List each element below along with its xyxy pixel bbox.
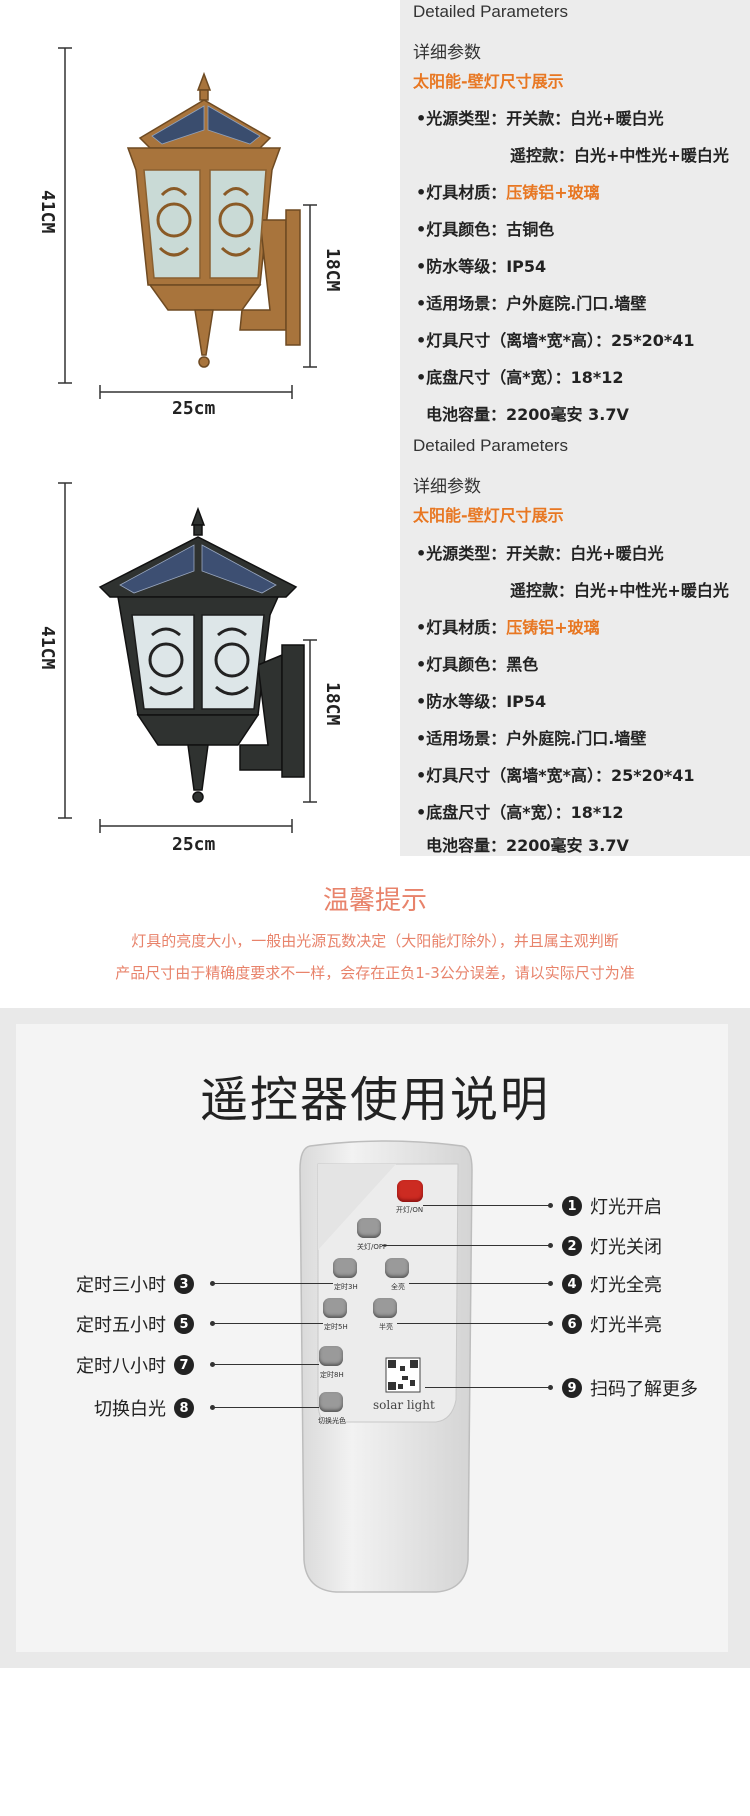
spec-scene: •适用场景：户外庭院.门口.墙壁 [416, 729, 647, 748]
label-switch-white: 切换白光 8 [94, 1395, 194, 1421]
tips-line-1: 灯具的亮度大小，一般由光源瓦数决定（大阳能灯除外），并且属主观判断 [131, 932, 619, 950]
switch-color-button[interactable] [319, 1392, 343, 1412]
spec-material: •灯具材质：压铸铝+玻璃 [416, 183, 600, 202]
label-scan-more: 9 扫码了解更多 [562, 1375, 698, 1401]
spec-panel-1 [400, 0, 750, 428]
leader-line-2 [382, 1245, 551, 1246]
number-badge-3: 3 [174, 1274, 194, 1294]
number-badge-1: 1 [562, 1196, 582, 1216]
label-timer-8h: 定时八小时 7 [76, 1352, 194, 1378]
switch-color-button-label: 切换光色 [318, 1417, 346, 1425]
full-bright-button-label: 全亮 [391, 1283, 405, 1291]
leader-line-5 [212, 1323, 323, 1324]
width-dimension: 25cm [172, 398, 216, 419]
label-half-bright: 6 灯光半亮 [562, 1311, 662, 1337]
timer-3h-button[interactable] [333, 1258, 357, 1278]
on-button-label: 开灯/ON [396, 1206, 424, 1214]
leader-dot-2 [548, 1243, 553, 1248]
spec-header-en: Detailed Parameters [413, 436, 568, 455]
off-button[interactable] [357, 1218, 381, 1238]
on-button[interactable] [397, 1180, 423, 1202]
remote-title: 遥控器使用说明 [199, 1072, 550, 1128]
full-bright-button[interactable] [385, 1258, 409, 1278]
label-timer-3h: 定时三小时 3 [76, 1271, 194, 1297]
spec-base: •底盘尺寸（高*宽）：18*12 [416, 803, 624, 822]
timer-8h-button-label: 定时8H [320, 1371, 344, 1379]
leader-dot-3 [210, 1281, 215, 1286]
spec-light-type-remote: 遥控款：白光+中性光+暖白光 [510, 581, 729, 600]
spec-subtitle: 太阳能-壁灯尺寸展示 [413, 506, 564, 525]
spec-panel-2 [400, 428, 750, 856]
timer-3h-button-label: 定时3H [334, 1283, 358, 1291]
leader-dot-5 [210, 1321, 215, 1326]
number-badge-2: 2 [562, 1236, 582, 1256]
timer-5h-button[interactable] [323, 1298, 347, 1318]
dimension-lines-2 [58, 482, 317, 833]
spec-light-type-remote: 遥控款：白光+中性光+暖白光 [510, 146, 729, 165]
spec-light-type: •光源类型：开关款：白光+暖白光 [416, 109, 664, 128]
leader-line-7 [212, 1364, 319, 1365]
base-dimension: 18CM [322, 248, 343, 292]
height-dimension: 41CM [37, 190, 58, 234]
number-badge-9: 9 [562, 1378, 582, 1398]
remote-control-image [299, 1140, 473, 1593]
off-button-label: 关灯/OFF [357, 1243, 387, 1251]
base-dimension: 18CM [322, 682, 343, 726]
label-full-bright: 4 灯光全亮 [562, 1271, 662, 1297]
number-badge-7: 7 [174, 1355, 194, 1375]
spec-color: •灯具颜色：古铜色 [416, 220, 555, 239]
number-badge-6: 6 [562, 1314, 582, 1334]
width-dimension: 25cm [172, 834, 216, 855]
tips-line-2: 产品尺寸由于精确度要求不一样，会存在正负1-3公分误差，请以实际尺寸为准 [115, 964, 635, 982]
leader-line-3 [212, 1283, 333, 1284]
leader-line-4 [409, 1283, 551, 1284]
half-bright-button[interactable] [373, 1298, 397, 1318]
leader-line-8 [212, 1407, 319, 1408]
leader-line-1 [423, 1205, 551, 1206]
spec-waterproof: •防水等级：IP54 [416, 692, 547, 711]
spec-waterproof: •防水等级：IP54 [416, 257, 547, 276]
wall-lamp-bronze-image [126, 71, 301, 368]
timer-5h-button-label: 定时5H [324, 1323, 348, 1331]
leader-line-6 [397, 1323, 551, 1324]
wall-lamp-black-image [98, 506, 305, 803]
number-badge-4: 4 [562, 1274, 582, 1294]
number-badge-5: 5 [174, 1314, 194, 1334]
label-timer-5h: 定时五小时 5 [76, 1311, 194, 1337]
leader-dot-6 [548, 1321, 553, 1326]
timer-8h-button[interactable] [319, 1346, 343, 1366]
spec-header-en: Detailed Parameters [413, 2, 568, 21]
spec-color: •灯具颜色：黑色 [416, 655, 539, 674]
label-light-on: 1 灯光开启 [562, 1193, 662, 1219]
half-bright-button-label: 半亮 [379, 1323, 393, 1331]
spec-size: •灯具尺寸（离墙*宽*高）：25*20*41 [416, 766, 695, 785]
leader-dot-9 [548, 1385, 553, 1390]
spec-base: •底盘尺寸（高*宽）：18*12 [416, 368, 624, 387]
dimension-lines-1 [58, 47, 317, 399]
remote-brand-text: solar light [373, 1398, 435, 1412]
spec-header-cn: 详细参数 [413, 477, 481, 497]
leader-dot-4 [548, 1281, 553, 1286]
spec-size: •灯具尺寸（离墙*宽*高）：25*20*41 [416, 331, 695, 350]
leader-dot-7 [210, 1362, 215, 1367]
leader-dot-1 [548, 1203, 553, 1208]
spec-header-cn: 详细参数 [413, 43, 481, 63]
spec-scene: •适用场景：户外庭院.门口.墙壁 [416, 294, 647, 313]
number-badge-8: 8 [174, 1398, 194, 1418]
label-light-off: 2 灯光关闭 [562, 1233, 662, 1259]
tips-title: 温馨提示 [322, 886, 427, 916]
leader-dot-8 [210, 1405, 215, 1410]
spec-subtitle: 太阳能-壁灯尺寸展示 [413, 72, 564, 91]
leader-line-9 [425, 1387, 551, 1388]
spec-battery: 电池容量：2200毫安 3.7V [426, 836, 629, 855]
spec-material: •灯具材质：压铸铝+玻璃 [416, 618, 600, 637]
spec-light-type: •光源类型：开关款：白光+暖白光 [416, 544, 664, 563]
height-dimension: 41CM [37, 626, 58, 670]
spec-battery: 电池容量：2200毫安 3.7V [426, 405, 629, 424]
